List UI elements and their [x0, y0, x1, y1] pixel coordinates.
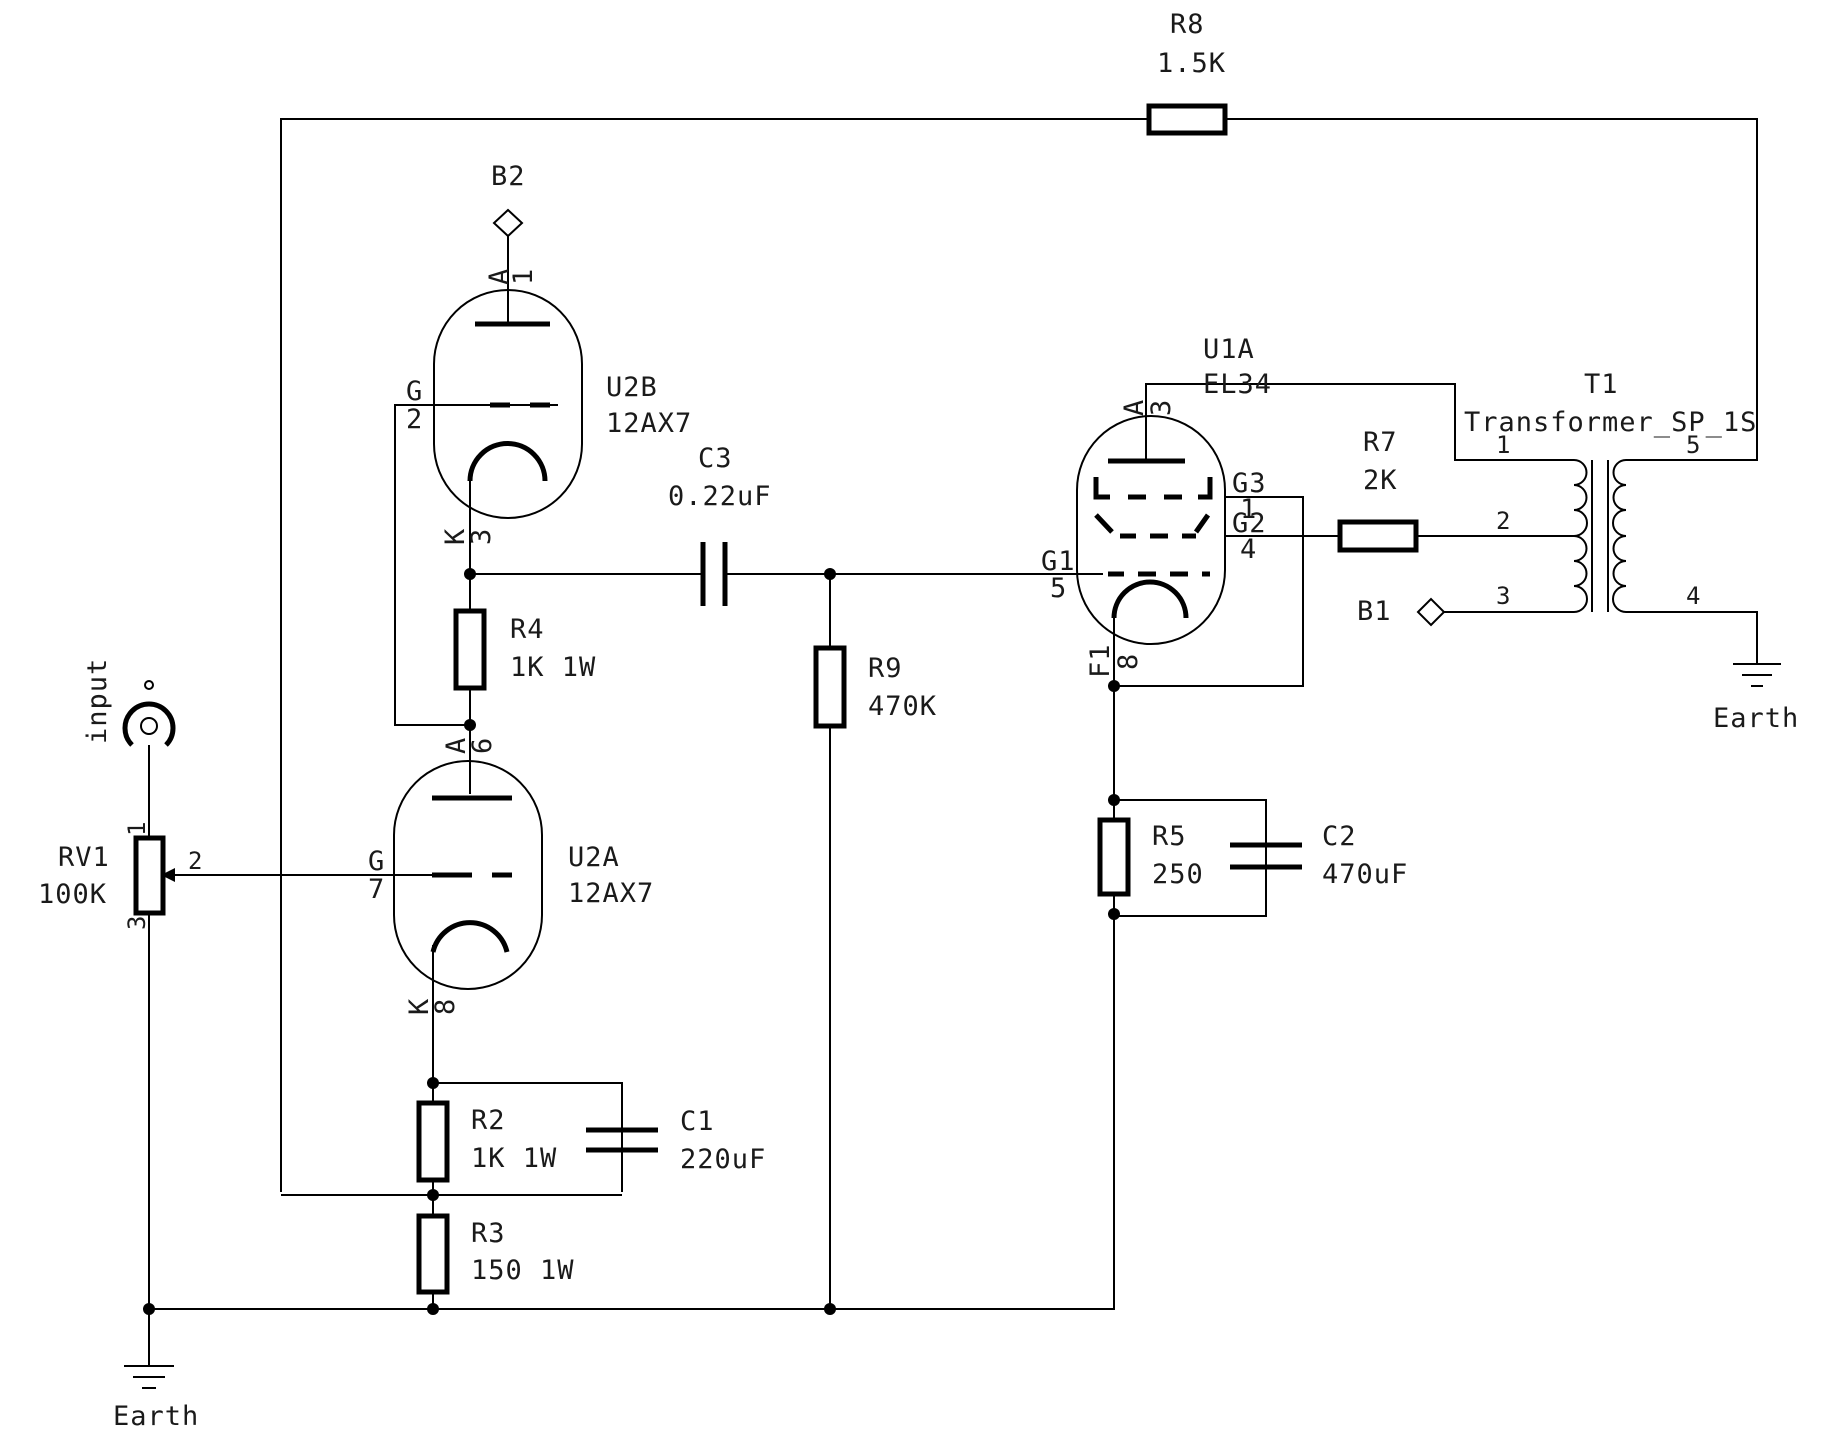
u2a-pin-g: G	[368, 846, 385, 877]
rv1-ref: RV1	[58, 842, 110, 873]
r8-ref: R8	[1170, 9, 1205, 40]
junction-dot	[427, 1189, 439, 1201]
capacitor-c1[interactable]: C1 220uF	[586, 1106, 766, 1175]
u2a-pin-k: K	[404, 998, 435, 1015]
tube-u2a[interactable]: U2A 12AX7 G 7 A 6 K 8	[368, 737, 654, 1015]
tube-u2b[interactable]: U2B 12AX7 G 2 A 1 K 3	[406, 268, 692, 545]
r5-value: 250	[1152, 859, 1204, 890]
u1a-ref: U1A	[1203, 334, 1255, 365]
input-connector[interactable]: input	[82, 658, 176, 747]
power-flag-b2: B2	[491, 161, 526, 238]
u2b-pin-a: A	[484, 268, 515, 285]
earth-label-right: Earth	[1713, 703, 1799, 734]
junction-dot	[464, 568, 476, 580]
u1a-pin-g2: G2	[1232, 508, 1267, 539]
u1a-pin-g3: G3	[1232, 468, 1267, 499]
c3-value: 0.22uF	[668, 481, 772, 512]
u1a-pin-g2-num: 4	[1240, 534, 1257, 565]
r7-ref: R7	[1363, 427, 1398, 458]
r8-value: 1.5K	[1157, 48, 1226, 79]
u2a-pin-g-num: 7	[368, 874, 385, 905]
potentiometer-rv1[interactable]: RV1 100K 1 2 3	[38, 821, 203, 930]
transformer-t1[interactable]: T1 Transformer_SP_1S 1 2 3 4 5	[1464, 369, 1757, 613]
u2b-value: 12AX7	[606, 408, 692, 439]
u2b-pin-k-num: 3	[466, 528, 497, 545]
r9-ref: R9	[868, 653, 903, 684]
c1-value: 220uF	[680, 1144, 766, 1175]
u1a-pin-g1-num: 5	[1050, 573, 1067, 604]
rv1-pin-1: 1	[123, 821, 151, 836]
r2-ref: R2	[471, 1105, 506, 1136]
capacitor-c2[interactable]: C2 470uF	[1230, 821, 1408, 890]
junction-dot	[824, 568, 836, 580]
junction-dot	[1108, 908, 1120, 920]
c1-ref: C1	[680, 1106, 715, 1137]
u2b-pin-a-num: 1	[508, 268, 539, 285]
junction-dot	[143, 1303, 155, 1315]
u1a-pin-a-num: 3	[1146, 399, 1177, 416]
t1-pin-4: 4	[1686, 582, 1701, 610]
u2b-pin-g-num: 2	[406, 404, 423, 435]
resistor-r7[interactable]: R7 2K	[1337, 427, 1419, 553]
r7-value: 2K	[1363, 465, 1398, 496]
t1-pin-3: 3	[1496, 582, 1511, 610]
junction-dot	[464, 719, 476, 731]
r3-value: 150 1W	[471, 1255, 575, 1286]
junction-dot	[1108, 794, 1120, 806]
c3-ref: C3	[698, 443, 733, 474]
rv1-pin-2: 2	[188, 847, 203, 875]
resistor-r9[interactable]: R9 470K	[813, 645, 937, 729]
resistor-r4[interactable]: R4 1K 1W	[453, 608, 596, 691]
tube-u1a[interactable]: U1A EL34 G1 5 G3 1 G2 4 A 3 F1 8	[1041, 334, 1272, 678]
junction-dot	[824, 1303, 836, 1315]
r3-ref: R3	[471, 1218, 506, 1249]
resistor-r2[interactable]: R2 1K 1W	[416, 1100, 557, 1183]
junction-dot	[427, 1077, 439, 1089]
rv1-value: 100K	[38, 879, 107, 910]
b1-label: B1	[1357, 596, 1392, 627]
power-flag-b1: B1	[1357, 596, 1446, 627]
earth-label-left: Earth	[113, 1401, 199, 1432]
u2a-ref: U2A	[568, 842, 620, 873]
t1-pin-5: 5	[1686, 431, 1701, 459]
u1a-pin-f1: F1	[1085, 643, 1116, 678]
junction-dot	[1108, 680, 1120, 692]
r2-value: 1K 1W	[471, 1143, 557, 1174]
t1-pin-1: 1	[1496, 431, 1511, 459]
u2b-ref: U2B	[606, 372, 658, 403]
r5-ref: R5	[1152, 821, 1187, 852]
capacitor-c3[interactable]: C3 0.22uF	[668, 443, 772, 606]
resistor-r3[interactable]: R3 150 1W	[416, 1213, 575, 1295]
u2b-pin-k: K	[440, 528, 471, 545]
input-label: input	[82, 658, 113, 744]
r9-value: 470K	[868, 691, 937, 722]
rv1-pin-3: 3	[123, 915, 151, 930]
resistor-r8[interactable]: R8 1.5K	[1146, 9, 1228, 136]
u2a-pin-a-num: 6	[467, 737, 498, 754]
u1a-pin-a: A	[1119, 399, 1150, 416]
c2-value: 470uF	[1322, 859, 1408, 890]
u1a-value: EL34	[1203, 369, 1272, 400]
u2b-pin-g: G	[406, 376, 423, 407]
wires	[148, 118, 1758, 1366]
t1-ref: T1	[1584, 369, 1619, 400]
r4-value: 1K 1W	[510, 652, 596, 683]
u1a-pin-f1-num: 8	[1113, 653, 1144, 670]
b2-label: B2	[491, 161, 526, 192]
r4-ref: R4	[510, 614, 545, 645]
junction-dot	[427, 1303, 439, 1315]
u2a-pin-a: A	[441, 737, 472, 754]
junction-dots	[143, 568, 1120, 1315]
resistor-r5[interactable]: R5 250	[1097, 817, 1204, 897]
u1a-pin-g1: G1	[1041, 546, 1076, 577]
u2a-value: 12AX7	[568, 878, 654, 909]
u1a-pin-g3-num: 1	[1240, 494, 1257, 525]
c2-ref: C2	[1322, 821, 1357, 852]
earth-symbol-right: Earth	[1713, 663, 1799, 734]
t1-pin-2: 2	[1496, 507, 1511, 535]
u2a-pin-k-num: 8	[430, 998, 461, 1015]
earth-symbol-left: Earth	[113, 1365, 199, 1432]
t1-value: Transformer_SP_1S	[1464, 407, 1757, 438]
